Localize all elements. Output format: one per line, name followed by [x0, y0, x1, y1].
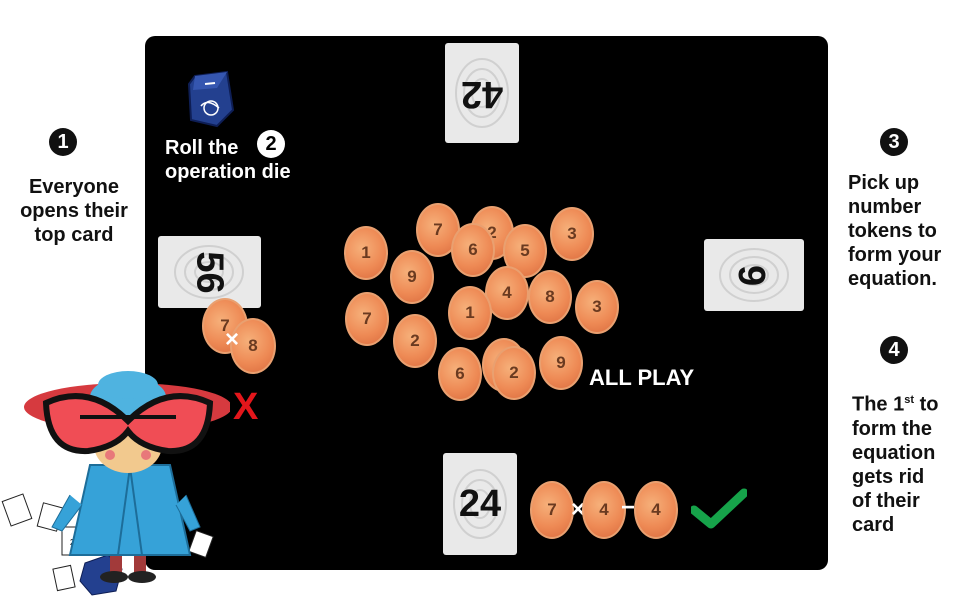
- number-token[interactable]: 3: [550, 207, 594, 261]
- token-value: 9: [407, 267, 417, 286]
- step-3-line: equation.: [848, 268, 937, 290]
- token-value: 6: [468, 240, 478, 259]
- step-3-line: Pick up: [848, 172, 920, 194]
- step-4-line: gets rid: [852, 465, 925, 488]
- number-token[interactable]: 1: [344, 226, 388, 280]
- token-value: 6: [455, 364, 465, 383]
- step-1-line: Everyone: [28, 176, 120, 198]
- token-value: 7: [547, 500, 557, 519]
- fingerprint-icon: [453, 469, 507, 539]
- number-token[interactable]: 4: [485, 266, 529, 320]
- token-value: 3: [592, 297, 602, 316]
- token-value: 5: [520, 241, 530, 260]
- number-token[interactable]: 8: [528, 270, 572, 324]
- token-value: 2: [487, 223, 497, 242]
- step-3-badge: 3: [880, 128, 908, 156]
- fingerprint-icon: [719, 248, 789, 302]
- step-1-text: Everyone opens their top card: [8, 175, 140, 247]
- token-value: 4: [599, 500, 609, 519]
- fingerprint-icon: [455, 58, 509, 128]
- number-token[interactable]: 6: [438, 347, 482, 401]
- all-play-label: ALL PLAY: [589, 365, 695, 390]
- step-4-text: The 1st to form the equation gets rid of…: [852, 388, 968, 537]
- token-value: 1: [361, 243, 371, 262]
- wrong-mark-icon: X: [233, 386, 259, 428]
- number-token[interactable]: 9: [390, 250, 434, 304]
- card-bottom-value: 24: [458, 482, 502, 525]
- step-3-line: form your: [848, 244, 942, 266]
- step-2-line: Roll the: [165, 137, 239, 159]
- step-4-line: equation: [852, 441, 936, 464]
- detective-mascot-icon: 21: [0, 355, 232, 600]
- card-right: 6: [704, 239, 804, 311]
- operation-die-icon: [187, 70, 235, 128]
- step-4-badge: 4: [880, 336, 908, 364]
- token-value: 8: [545, 287, 555, 306]
- token-value: 2: [410, 331, 420, 350]
- multiply-operator: ×: [225, 326, 240, 353]
- step-2-line: operation die: [165, 161, 291, 183]
- number-token: 4: [634, 481, 678, 539]
- token-value: 4: [651, 500, 661, 519]
- number-token[interactable]: 1: [448, 286, 492, 340]
- step-1-line: top card: [34, 224, 114, 246]
- step-3-text: Pick up number tokens to form your equat…: [848, 171, 968, 291]
- number-token: 4: [582, 481, 626, 539]
- number-token: 8: [230, 318, 276, 374]
- step-1-badge: 1: [49, 128, 77, 156]
- number-token[interactable]: 2: [393, 314, 437, 368]
- fingerprint-icon: [174, 245, 244, 299]
- number-token[interactable]: 3: [575, 280, 619, 334]
- token-value: 7: [220, 316, 230, 335]
- token-pile: 72316594831726892: [145, 36, 828, 570]
- card-bottom: 24: [443, 453, 517, 555]
- token-value: 4: [502, 283, 512, 302]
- token-value: 8: [248, 336, 258, 355]
- token-value: 9: [556, 353, 566, 372]
- minus-operator: −: [621, 494, 636, 521]
- check-mark-icon: [689, 488, 749, 535]
- number-token[interactable]: 7: [345, 292, 389, 346]
- token-value: 1: [465, 303, 475, 322]
- token-value: 3: [567, 224, 577, 243]
- number-token: 7: [530, 481, 574, 539]
- multiply-operator: ×: [571, 496, 586, 523]
- number-token[interactable]: 6: [451, 223, 495, 277]
- step-3-line: tokens to: [848, 220, 937, 242]
- number-token[interactable]: 9: [539, 336, 583, 390]
- token-value: 7: [362, 309, 372, 328]
- step-4-line: form the: [852, 417, 932, 440]
- step-1-line: opens their: [20, 200, 128, 222]
- token-value: 2: [509, 363, 519, 382]
- step-3-line: number: [848, 196, 922, 218]
- step-2-badge: 2: [257, 130, 285, 158]
- card-top: 42: [445, 43, 519, 143]
- step-4-line: The 1st to: [852, 393, 939, 416]
- step-2-text: Roll the operation die: [165, 136, 325, 184]
- token-value: 7: [433, 220, 443, 239]
- number-token[interactable]: 2: [492, 346, 536, 400]
- step-4-line: card: [852, 513, 895, 536]
- step-4-line: of their: [852, 489, 920, 512]
- card-left: 56: [158, 236, 261, 308]
